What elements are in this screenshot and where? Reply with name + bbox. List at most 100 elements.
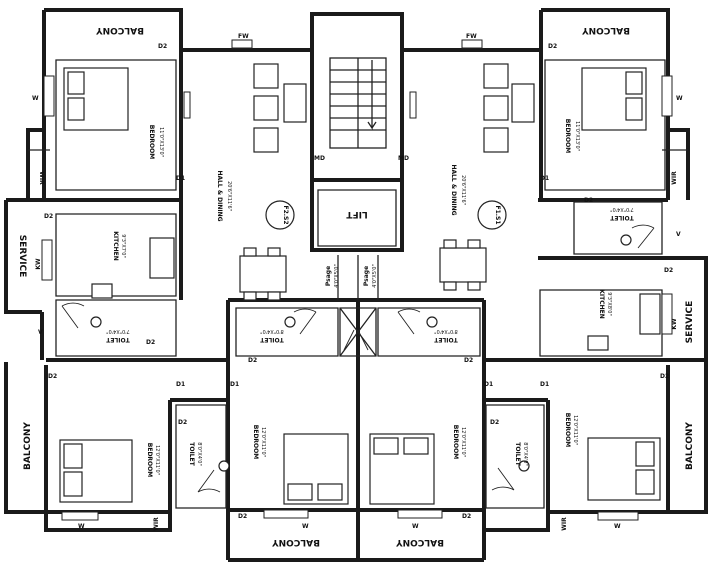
passage-right: Psage — [363, 266, 370, 286]
bedroom-bottom-left: BEDROOM — [146, 443, 153, 477]
code-d1-3: D1 — [176, 381, 185, 388]
code-fw-2: FW — [466, 33, 477, 40]
hall-right: HALL & DINING — [450, 164, 457, 215]
balcony-bottom-right: BALCONY — [396, 537, 444, 547]
flat-marker-right — [477, 200, 507, 230]
wir-bottom-right: WIR — [561, 517, 568, 531]
room-labels: BALCONY BALCONY BALCONY BALCONY BALCONY … — [17, 25, 695, 547]
toilet-mid-left: TOILET — [259, 336, 283, 343]
code-w-1: W — [32, 95, 39, 102]
code-md-2: MD — [398, 155, 409, 162]
code-d2-4: D2 — [584, 197, 593, 204]
dim-toilet-mid-left: 8'0"X4'0" — [260, 328, 284, 334]
kw-right: KW — [671, 318, 678, 330]
dim-hall-right: 20'6"X11'6" — [460, 175, 466, 205]
code-d2-6: D2 — [664, 267, 673, 274]
code-d2-10: D2 — [660, 373, 669, 380]
wir-top-left: WIR — [38, 171, 45, 185]
staircase — [329, 57, 387, 149]
dim-toilet-left: 7'0"X4'0" — [106, 328, 130, 334]
walls — [4, 8, 708, 562]
dim-toilet-mid-right: 8'0"X4'0" — [434, 328, 458, 334]
code-w-4: W — [614, 523, 621, 530]
code-fw-1: FW — [238, 33, 249, 40]
flat-code-right: F1.S1 — [494, 205, 501, 224]
flat-code-left: F2.S2 — [282, 205, 289, 224]
dim-bedroom-top-left: 11'0"X13'0" — [158, 127, 164, 157]
kitchen-left: KITCHEN — [112, 231, 119, 261]
dining-left — [239, 255, 287, 293]
code-md-1: MD — [314, 155, 325, 162]
interior-walls — [28, 59, 688, 509]
toilet-left: TOILET — [105, 336, 129, 343]
dim-kitchen-right: 9'3"X8'0" — [606, 292, 612, 316]
dim-bedroom-bottom-right: 12'0"X11'0" — [572, 415, 578, 445]
code-w-5: W — [302, 523, 309, 530]
windows — [41, 39, 673, 521]
code-d2-14: D2 — [462, 513, 471, 520]
code-d2-11: D2 — [178, 419, 187, 426]
code-d2-2: D2 — [548, 43, 557, 50]
dim-passage-left: 4'0"X5'0" — [334, 264, 340, 288]
doors — [61, 224, 655, 493]
dim-toilet-bottom-right: 8'0"X4'0" — [522, 442, 528, 466]
kw-left: KW — [35, 258, 42, 270]
dimension-labels: 11'0"X13'0" 11'0"X13'0" 20'6"X11'6" 20'6… — [106, 121, 634, 475]
bedroom-top-right: BEDROOM — [564, 119, 571, 153]
code-d1-4: D1 — [230, 381, 239, 388]
code-d2-5: D2 — [146, 339, 155, 346]
code-d1-2: D1 — [540, 175, 549, 182]
dim-kitchen-left: 9'3"X7'0" — [120, 234, 126, 258]
code-v-1: V — [38, 329, 43, 336]
kitchen-counter-right — [639, 293, 661, 335]
opening-codes: D2 D2 FW FW D1 D1 MD MD D2 D2 D2 D2 D2 D… — [32, 33, 683, 530]
code-w-6: W — [412, 523, 419, 530]
dim-toilet-right: 7'0"X4'0" — [610, 206, 634, 212]
beds — [59, 67, 661, 505]
balcony-left: BALCONY — [23, 422, 33, 470]
code-v-2: V — [676, 231, 681, 238]
kitchen-counter-left — [149, 237, 175, 279]
sofa-left-1 — [253, 63, 279, 89]
dim-hall-left: 20'6"X11'6" — [226, 181, 232, 211]
code-d1-5: D1 — [484, 381, 493, 388]
code-w-3: W — [78, 523, 85, 530]
toilet-bottom-right: TOILET — [514, 442, 521, 466]
code-d2-8: D2 — [464, 357, 473, 364]
wir-top-right: WIR — [671, 171, 678, 185]
dim-passage-right: 4'0"X5'0" — [372, 264, 378, 288]
balcony-top-left: BALCONY — [96, 25, 144, 35]
code-d2-13: D2 — [238, 513, 247, 520]
kitchen-right: KITCHEN — [598, 289, 605, 319]
dim-bedroom-mid-right: 12'0"X11'0" — [460, 427, 466, 457]
bedroom-mid-right: BEDROOM — [452, 425, 459, 459]
code-w-2: W — [676, 95, 683, 102]
hall-left: HALL & DINING — [216, 170, 223, 221]
balcony-right: BALCONY — [685, 422, 695, 470]
dining-right — [439, 247, 487, 283]
balcony-bottom-left: BALCONY — [272, 537, 320, 547]
bedroom-bottom-right: BEDROOM — [564, 413, 571, 447]
code-d2-9: D2 — [48, 373, 57, 380]
lift-label: LIFT — [345, 209, 367, 219]
code-d2-1: D2 — [158, 43, 167, 50]
dim-bedroom-mid-left: 12'0"X11'0" — [260, 427, 266, 457]
passage-left: Psage — [325, 266, 332, 286]
toilet-right: TOILET — [609, 214, 633, 221]
bedroom-mid-left: BEDROOM — [252, 425, 259, 459]
code-d2-12: D2 — [490, 419, 499, 426]
sofa-right-1 — [483, 63, 509, 89]
bedroom-top-left: BEDROOM — [148, 125, 155, 159]
toilet-mid-right: TOILET — [433, 336, 457, 343]
dim-bedroom-bottom-left: 12'0"X11'0" — [154, 445, 160, 475]
code-d1-6: D1 — [540, 381, 549, 388]
wir-bottom-left: WIR — [153, 517, 160, 531]
flat-marker-left — [265, 200, 295, 230]
service-right: SERVICE — [685, 301, 695, 344]
code-d2-7: D2 — [248, 357, 257, 364]
service-left: SERVICE — [17, 235, 27, 278]
dim-toilet-bottom-left: 8'0"X4'0" — [196, 442, 202, 466]
code-d2-3: D2 — [44, 213, 53, 220]
toilet-bottom-left: TOILET — [188, 442, 195, 466]
